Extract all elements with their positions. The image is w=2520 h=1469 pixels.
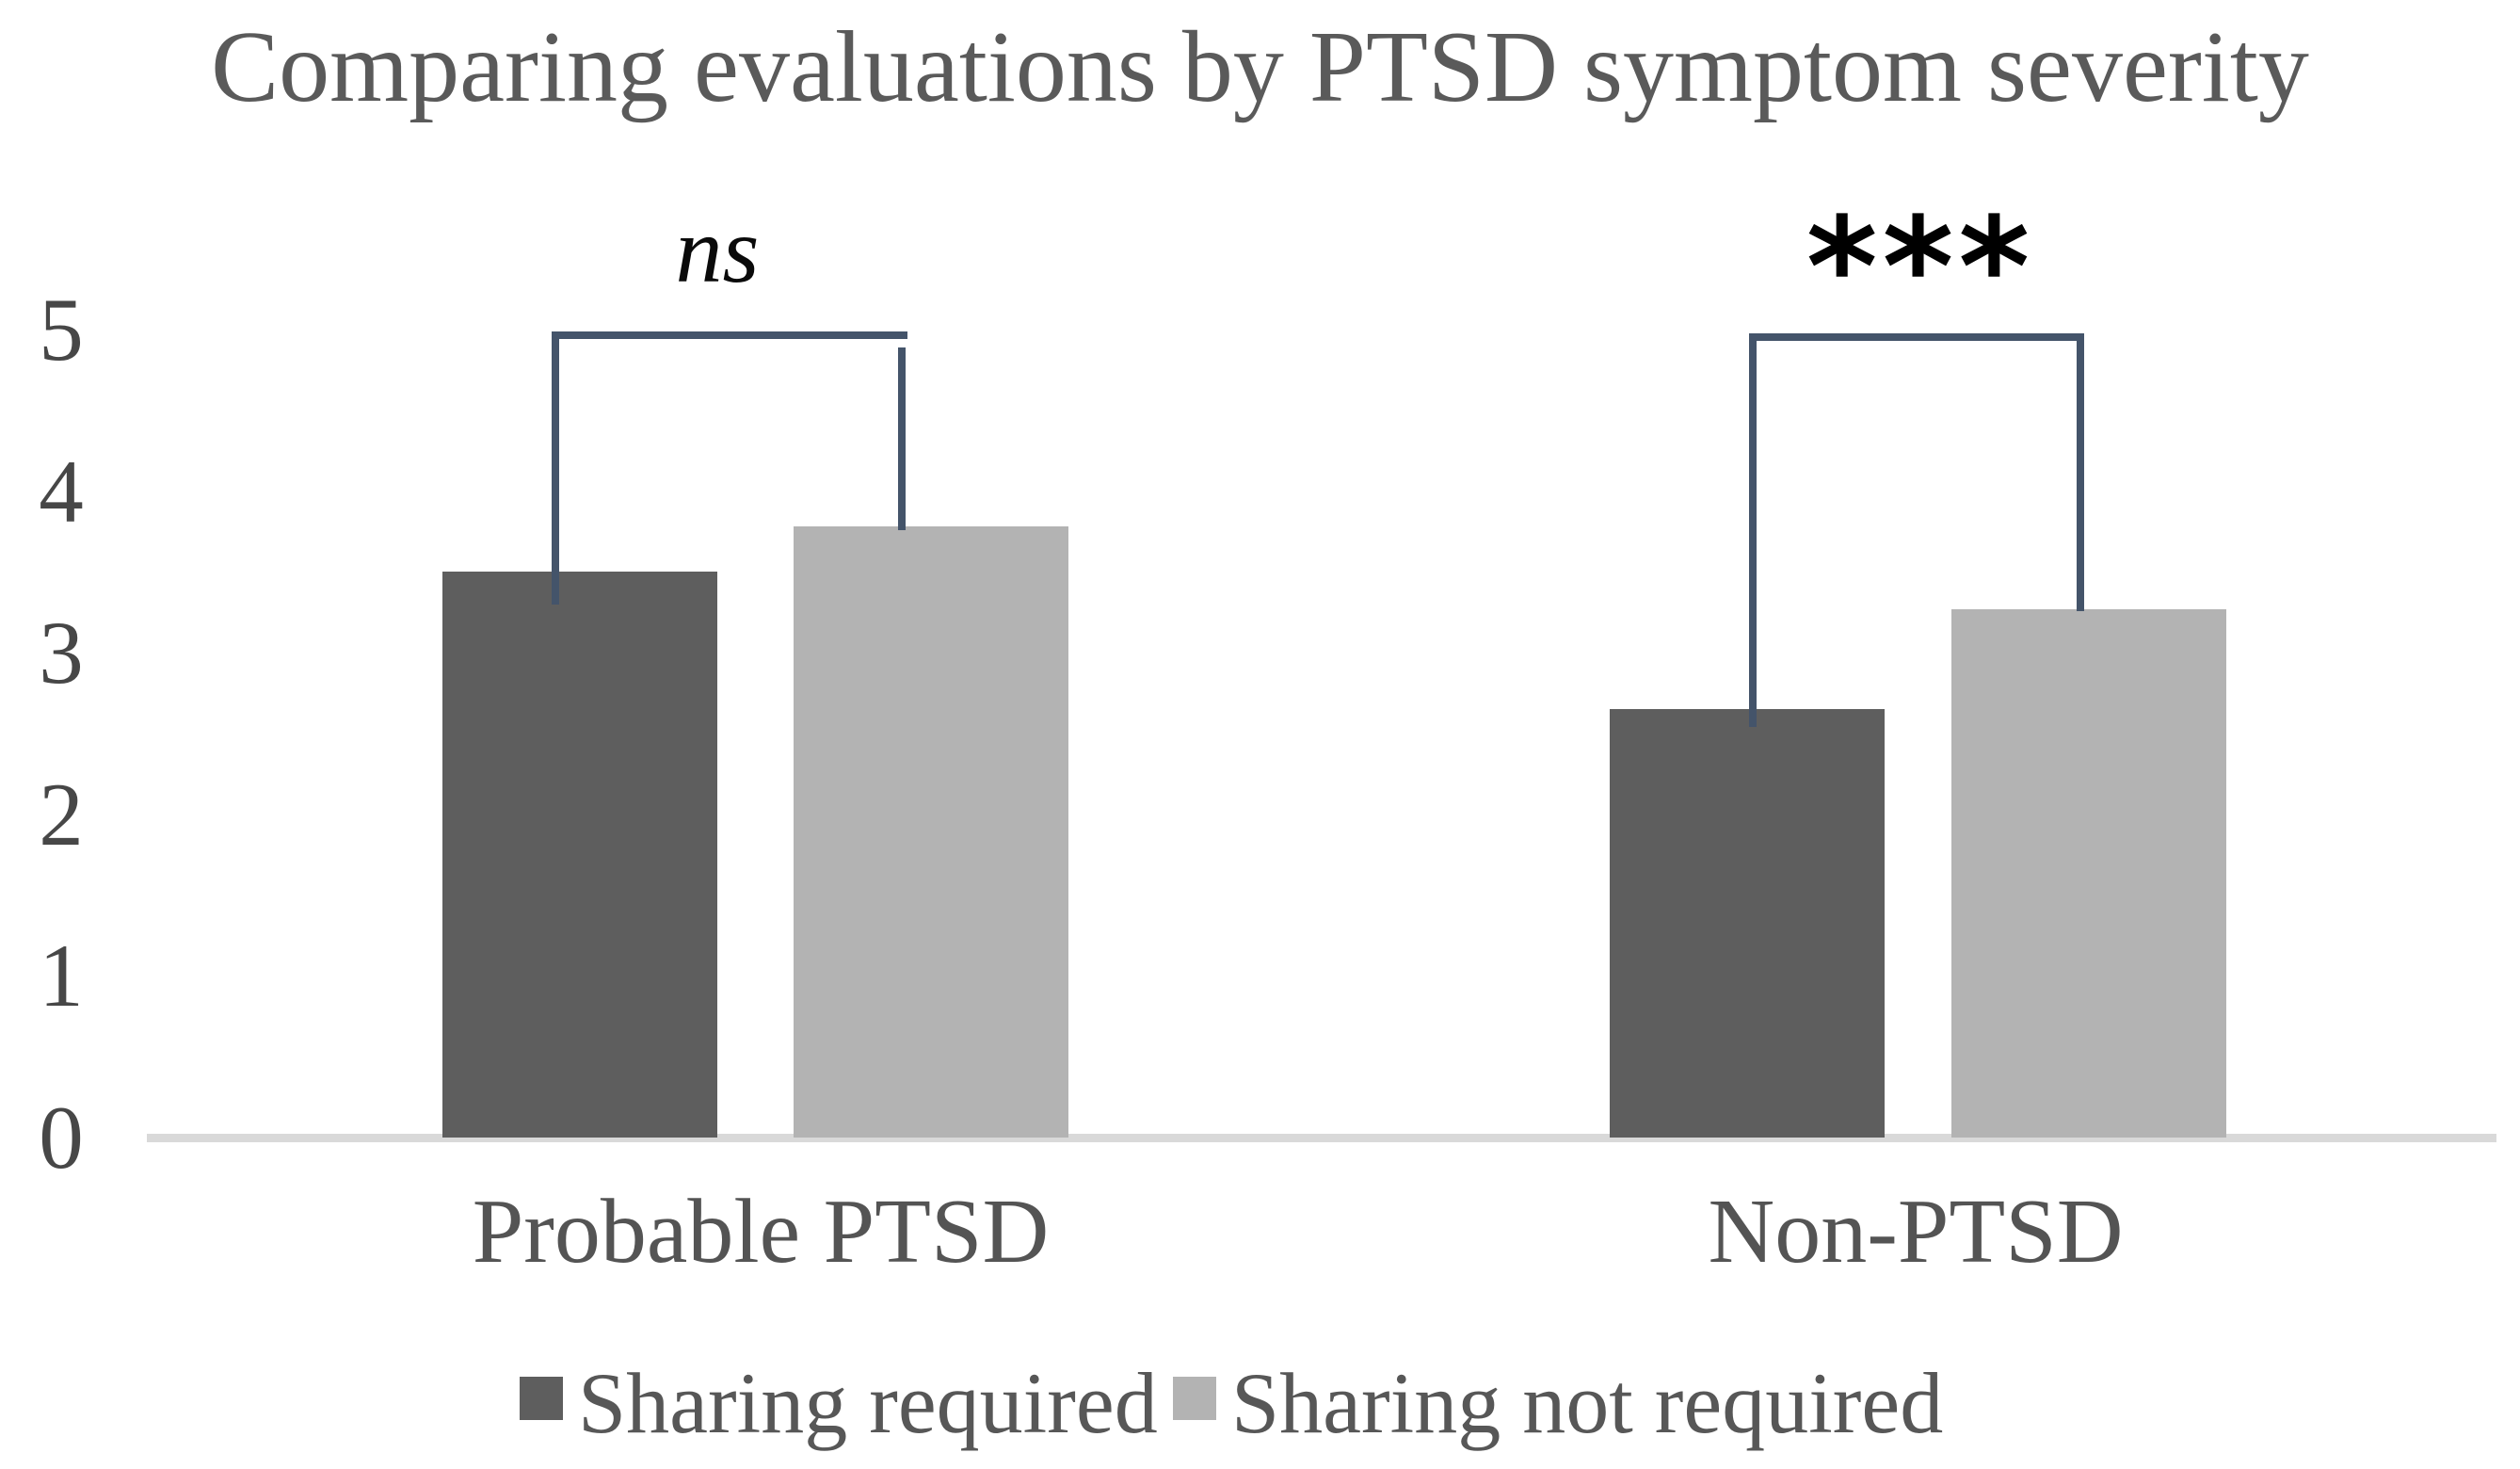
- category-label-non-ptsd: Non-PTSD: [1708, 1181, 2124, 1283]
- legend-item-sharing-not-required: Sharing not required: [1173, 1355, 1944, 1451]
- sig-bracket-nonptsd-right-leg: [2077, 333, 2084, 611]
- sig-bracket-probable-right-leg: [898, 347, 906, 530]
- significance-label-stars: ***: [1806, 188, 2035, 347]
- sig-bracket-probable-top-bar: [552, 331, 907, 339]
- sig-bracket-probable-left-leg: [552, 331, 559, 605]
- y-tick-label-4: 4: [39, 441, 84, 541]
- sig-bracket-nonptsd-top-bar: [1749, 333, 2084, 341]
- y-tick-label-5: 5: [39, 280, 84, 379]
- bar-non-ptsd-sharing-required: [1610, 709, 1885, 1138]
- category-label-probable-ptsd: Probable PTSD: [472, 1181, 1050, 1283]
- bar-probable-ptsd-sharing-not-required: [794, 526, 1068, 1138]
- y-tick-label-0: 0: [39, 1088, 84, 1187]
- y-tick-label-2: 2: [39, 764, 84, 864]
- legend-label-sharing-not-required: Sharing not required: [1231, 1355, 1944, 1451]
- bar-non-ptsd-sharing-not-required: [1951, 609, 2226, 1138]
- x-axis-line: [147, 1134, 2496, 1142]
- bar-probable-ptsd-sharing-required: [442, 572, 717, 1138]
- legend-swatch-sharing-required: [520, 1377, 563, 1420]
- sig-bracket-nonptsd-left-leg: [1749, 333, 1757, 727]
- legend-label-sharing-required: Sharing required: [578, 1355, 1158, 1451]
- legend-swatch-sharing-not-required: [1173, 1377, 1216, 1420]
- legend-item-sharing-required: Sharing required: [520, 1355, 1158, 1451]
- significance-label-ns: ns: [675, 198, 760, 302]
- y-tick-label-1: 1: [39, 926, 84, 1026]
- chart-title: Comparing evaluations by PTSD symptom se…: [211, 11, 2309, 123]
- y-tick-label-3: 3: [39, 603, 84, 703]
